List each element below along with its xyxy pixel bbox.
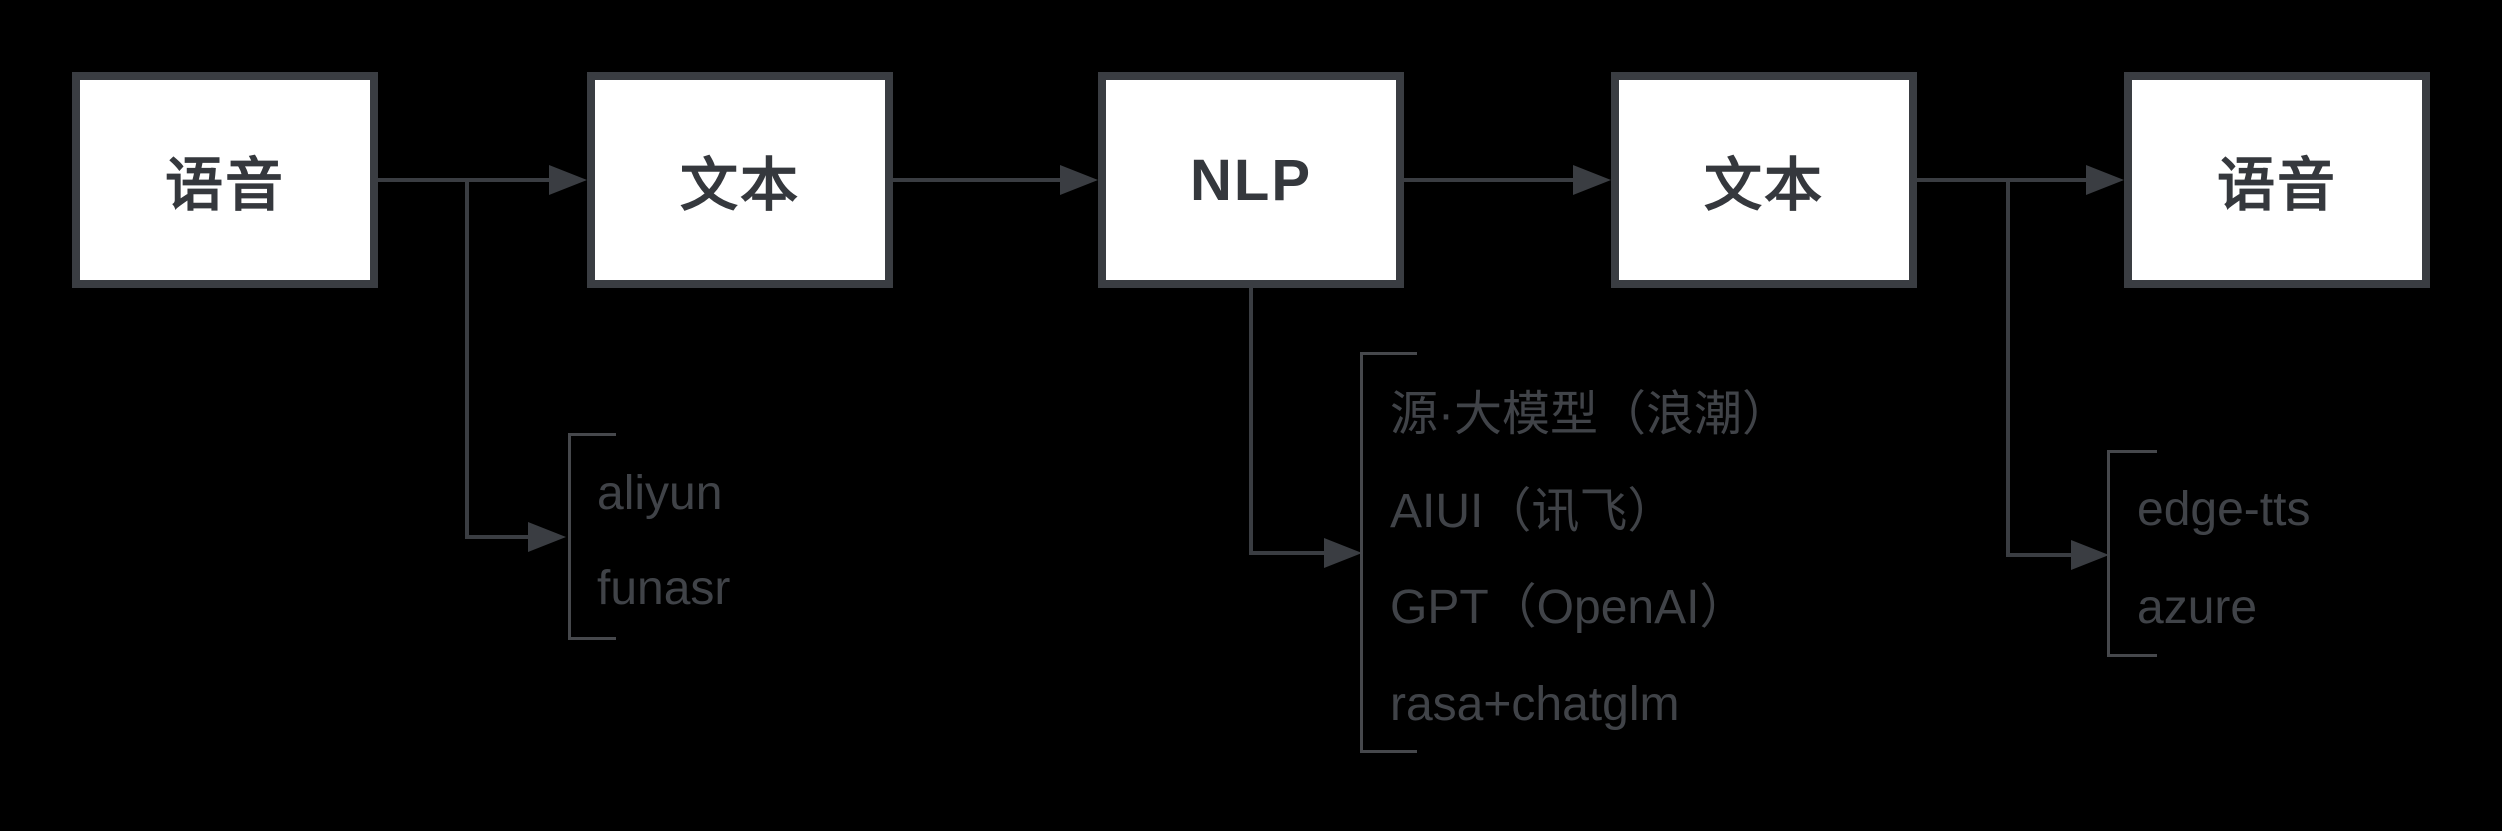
branch-asr-horizontal <box>465 535 530 539</box>
branch-nlp-head-icon <box>1324 538 1362 568</box>
branch-tts-vertical <box>2006 180 2010 557</box>
node-text-asr-label: 文本 <box>679 153 800 218</box>
arrow-4-shaft <box>1913 178 2088 182</box>
nlp-option-1: 源·大模型（浪潮） <box>1390 388 1790 441</box>
bracket-nlp-options <box>1360 352 1417 753</box>
arrow-3-shaft <box>1403 178 1575 182</box>
nlp-option-2: AIUI（讯飞） <box>1390 485 1676 538</box>
node-nlp: NLP <box>1098 72 1404 288</box>
arrow-1-shaft <box>378 178 551 182</box>
node-text-response-label: 文本 <box>1703 153 1824 218</box>
node-voice-output-label: 语音 <box>2216 153 2337 218</box>
arrow-1-head-icon <box>549 165 587 195</box>
asr-option-2: funasr <box>597 562 731 615</box>
branch-nlp-horizontal <box>1249 551 1326 555</box>
asr-option-1: aliyun <box>597 467 723 520</box>
branch-asr-vertical <box>465 180 469 539</box>
branch-nlp-vertical <box>1249 288 1253 555</box>
arrow-4-head-icon <box>2086 165 2124 195</box>
bracket-asr-options <box>568 433 616 640</box>
node-text-asr: 文本 <box>587 72 893 288</box>
tts-option-1: edge-tts <box>2137 483 2311 536</box>
node-voice-output: 语音 <box>2124 72 2430 288</box>
nlp-option-3: GPT（OpenAI） <box>1390 581 1748 634</box>
arrow-2-head-icon <box>1060 165 1098 195</box>
branch-tts-head-icon <box>2071 540 2109 570</box>
node-voice-input: 语音 <box>72 72 378 288</box>
node-text-response: 文本 <box>1611 72 1917 288</box>
nlp-option-4: rasa+chatglm <box>1390 678 1680 731</box>
branch-asr-head-icon <box>528 522 566 552</box>
tts-option-2: azure <box>2137 581 2258 634</box>
node-nlp-label: NLP <box>1190 147 1312 213</box>
bracket-tts-options <box>2107 450 2157 657</box>
branch-tts-horizontal <box>2006 553 2074 557</box>
arrow-2-shaft <box>890 178 1062 182</box>
node-voice-input-label: 语音 <box>164 153 285 218</box>
arrow-3-head-icon <box>1573 165 1611 195</box>
